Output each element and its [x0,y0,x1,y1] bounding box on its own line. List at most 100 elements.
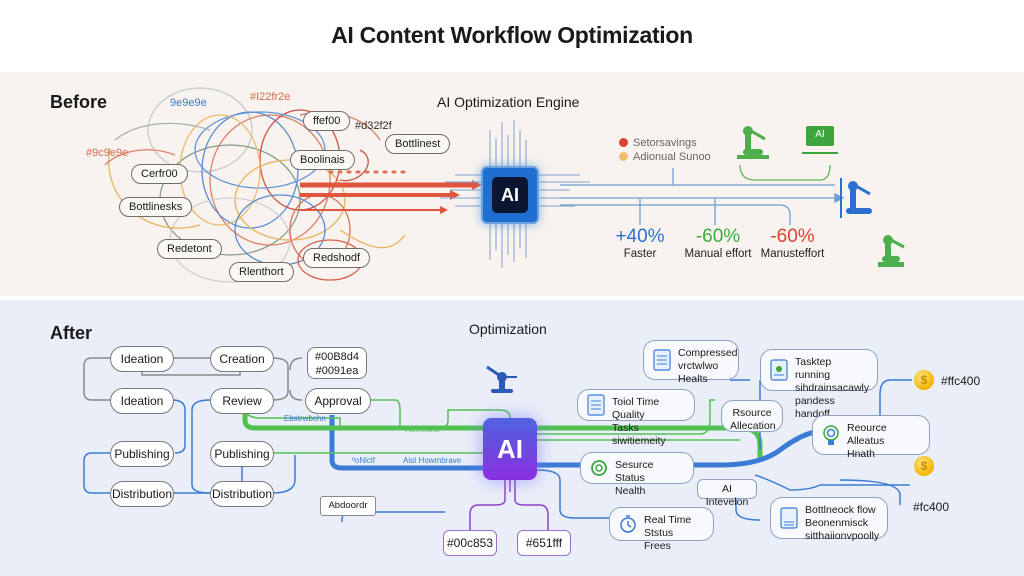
card-line: AI Intevelon [705,483,749,508]
before-arrows [300,170,482,214]
coin-icon: $ [914,370,934,390]
stat-manual-effort-2: -60% Manusteffort [755,226,830,260]
flow-label: ºoNlclf [352,456,375,465]
card-total-time: Toiol Time Quality Tasks siwitiemeity [577,389,695,447]
card-compressed: Compressed vrctwlwo Healts [643,340,739,385]
robot-arm-icon [840,178,872,218]
document-icon [587,394,605,416]
color-code: #00B8d4 [314,351,360,363]
abdoordr-box: Abdoordr [320,496,376,516]
stat-label: Manual effort [684,248,752,260]
card-resource-alleatus: Reource Alleatus Hnath [812,415,930,460]
card-line: sihdrainsacawly [795,382,870,394]
legend-dot [619,138,628,147]
tangle-curve [104,149,176,166]
stat-label: Faster [623,248,657,260]
stage-ideation: Ideation [110,346,174,372]
output-box-purple: #651fff [517,530,571,556]
stage-publishing-2: Publishing [210,441,274,467]
robot-arm-icon [737,126,769,159]
stage-approval: Approval [305,388,371,414]
flow-label: Ebstrwbchn [284,414,326,423]
card-real-time: Real Time Ststus Frees [609,507,714,552]
page-title: AI Content Workflow Optimization [331,22,693,48]
card-line: Beonenmisck [805,517,869,529]
tangle-node: Redshodf [303,248,371,268]
card-line: Bottlneock flow [805,504,876,516]
hex-label: #I22fr2e [250,91,291,103]
after-engine-title: Optimization [469,321,547,337]
output-lines [560,164,845,225]
ai-chip-label: AI [492,177,528,213]
stat-value: +40% [615,226,665,247]
flow-label: Aist Howmbrave [403,456,462,465]
card-line: Allecation [730,420,776,432]
stage-ideation-2: Ideation [110,388,174,414]
document-icon [770,359,788,381]
card-line: Reource Alleatus [847,422,887,447]
purple-connectors [469,480,549,530]
stage-distribution: Distribution [110,481,174,507]
status-gauge-icon [591,460,607,476]
hex-label: 9e9e9e [170,97,207,109]
card-resource-allocation: Rsource Allecation [721,400,783,432]
tangle-node: Rlenthort [229,262,294,282]
card-line: Rsource [732,407,772,419]
tangle-curve [339,149,369,182]
blue-right-connectors [536,379,912,521]
flow-label: Hometino [405,425,440,434]
tangle-loop [209,114,331,246]
card-line: Healts [678,373,708,385]
tangle-node: Bottlinest [385,134,451,154]
coin-label: #ffc400 [941,374,981,388]
card-line: Real Time Ststus [644,514,692,539]
after-heading: After [50,323,93,343]
card-ai-intervelon: AI Intevelon [697,479,757,508]
chip-circuits [440,120,590,268]
coin-label: #fc400 [913,500,950,514]
tangle-node: ffef00 [303,111,351,131]
ai-chip-after: AI [483,418,537,480]
card-line: Tasks siwitiemeity [612,422,666,447]
card-line: sitthaiionvpoolly [805,530,880,542]
card-bottleneck: Bottlneock flow Beonenmisck sitthaiionvp… [770,497,888,542]
stat-value: -60% [770,226,815,247]
tangle-loop [147,87,253,173]
health-icon [823,425,839,445]
engine-title: AI Optimization Engine [437,94,580,110]
ai-chip-before: AI [481,166,539,224]
tangle-node: Bottlinesks [119,197,193,217]
legend-dot [619,152,628,161]
card-line: Compressed [678,347,738,359]
legend-item: Adionual Sunoo [619,151,711,163]
ai-monitor-label: AI [815,129,825,140]
stage-publishing: Publishing [110,441,174,467]
gray-connectors [83,357,303,401]
card-line: Toiol Time Quality [612,396,660,421]
document-icon [653,349,671,371]
coin-icon: $ [914,456,934,476]
card-taskstep: Tasktep running sihdrainsacawly pandess … [760,349,878,420]
robot-arm-icon [878,235,905,267]
card-sesurce-status: Sesurce Status Nealth [580,452,694,497]
legend-label: Setorsavings [633,137,697,149]
card-line: Hnath [847,448,876,460]
hex-label: #d32f2f [355,120,392,132]
output-box-green: #00c853 [443,530,497,556]
tangle-curve [339,229,406,249]
stat-label: Manusteffort [760,248,825,260]
stat-faster: +40% Faster [610,226,670,260]
legend-label: Adionual Sunoo [633,151,711,163]
card-line: Frees [644,540,671,552]
arrowhead [440,206,448,214]
ai-monitor-icon [802,126,838,154]
robot-arm-icon [486,365,517,393]
color-box: #00B8d4 #0091ea [307,347,367,379]
card-line: Sesurce Status [615,459,654,484]
legend-item: Setorsavings [619,137,697,149]
hex-label: #9c9e9e [86,147,129,159]
stage-distribution-2: Distribution [210,481,274,507]
color-code: #0091ea [315,365,359,377]
